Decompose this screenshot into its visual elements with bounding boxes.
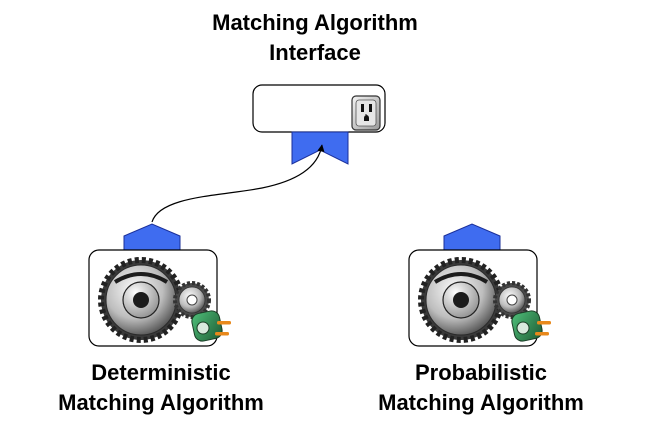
electrical-outlet-icon [351, 95, 381, 131]
power-plug-icon [191, 310, 231, 342]
probabilistic-label-line2: Matching Algorithm [378, 390, 584, 415]
probabilistic-label-line1: Probabilistic [414, 360, 548, 385]
deterministic-label: Deterministic Matching Algorithm [20, 358, 302, 418]
interface-title-line2: Interface [269, 40, 361, 65]
deterministic-component [88, 223, 231, 347]
probabilistic-component [408, 223, 551, 347]
interface-title: Matching Algorithm Interface [165, 8, 465, 68]
deterministic-label-line2: Matching Algorithm [58, 390, 264, 415]
interface-required-connector [291, 131, 349, 165]
gears-icon [98, 257, 211, 343]
gears-icon [418, 257, 531, 343]
connection-arrow [151, 144, 325, 223]
power-plug-icon [511, 310, 551, 342]
probabilistic-label: Probabilistic Matching Algorithm [340, 358, 622, 418]
provided-connector-tab [123, 223, 181, 251]
provided-connector-tab [443, 223, 501, 251]
deterministic-label-line1: Deterministic [91, 360, 231, 385]
interface-title-line1: Matching Algorithm [212, 10, 418, 35]
matching-algorithm-interface [252, 84, 386, 165]
